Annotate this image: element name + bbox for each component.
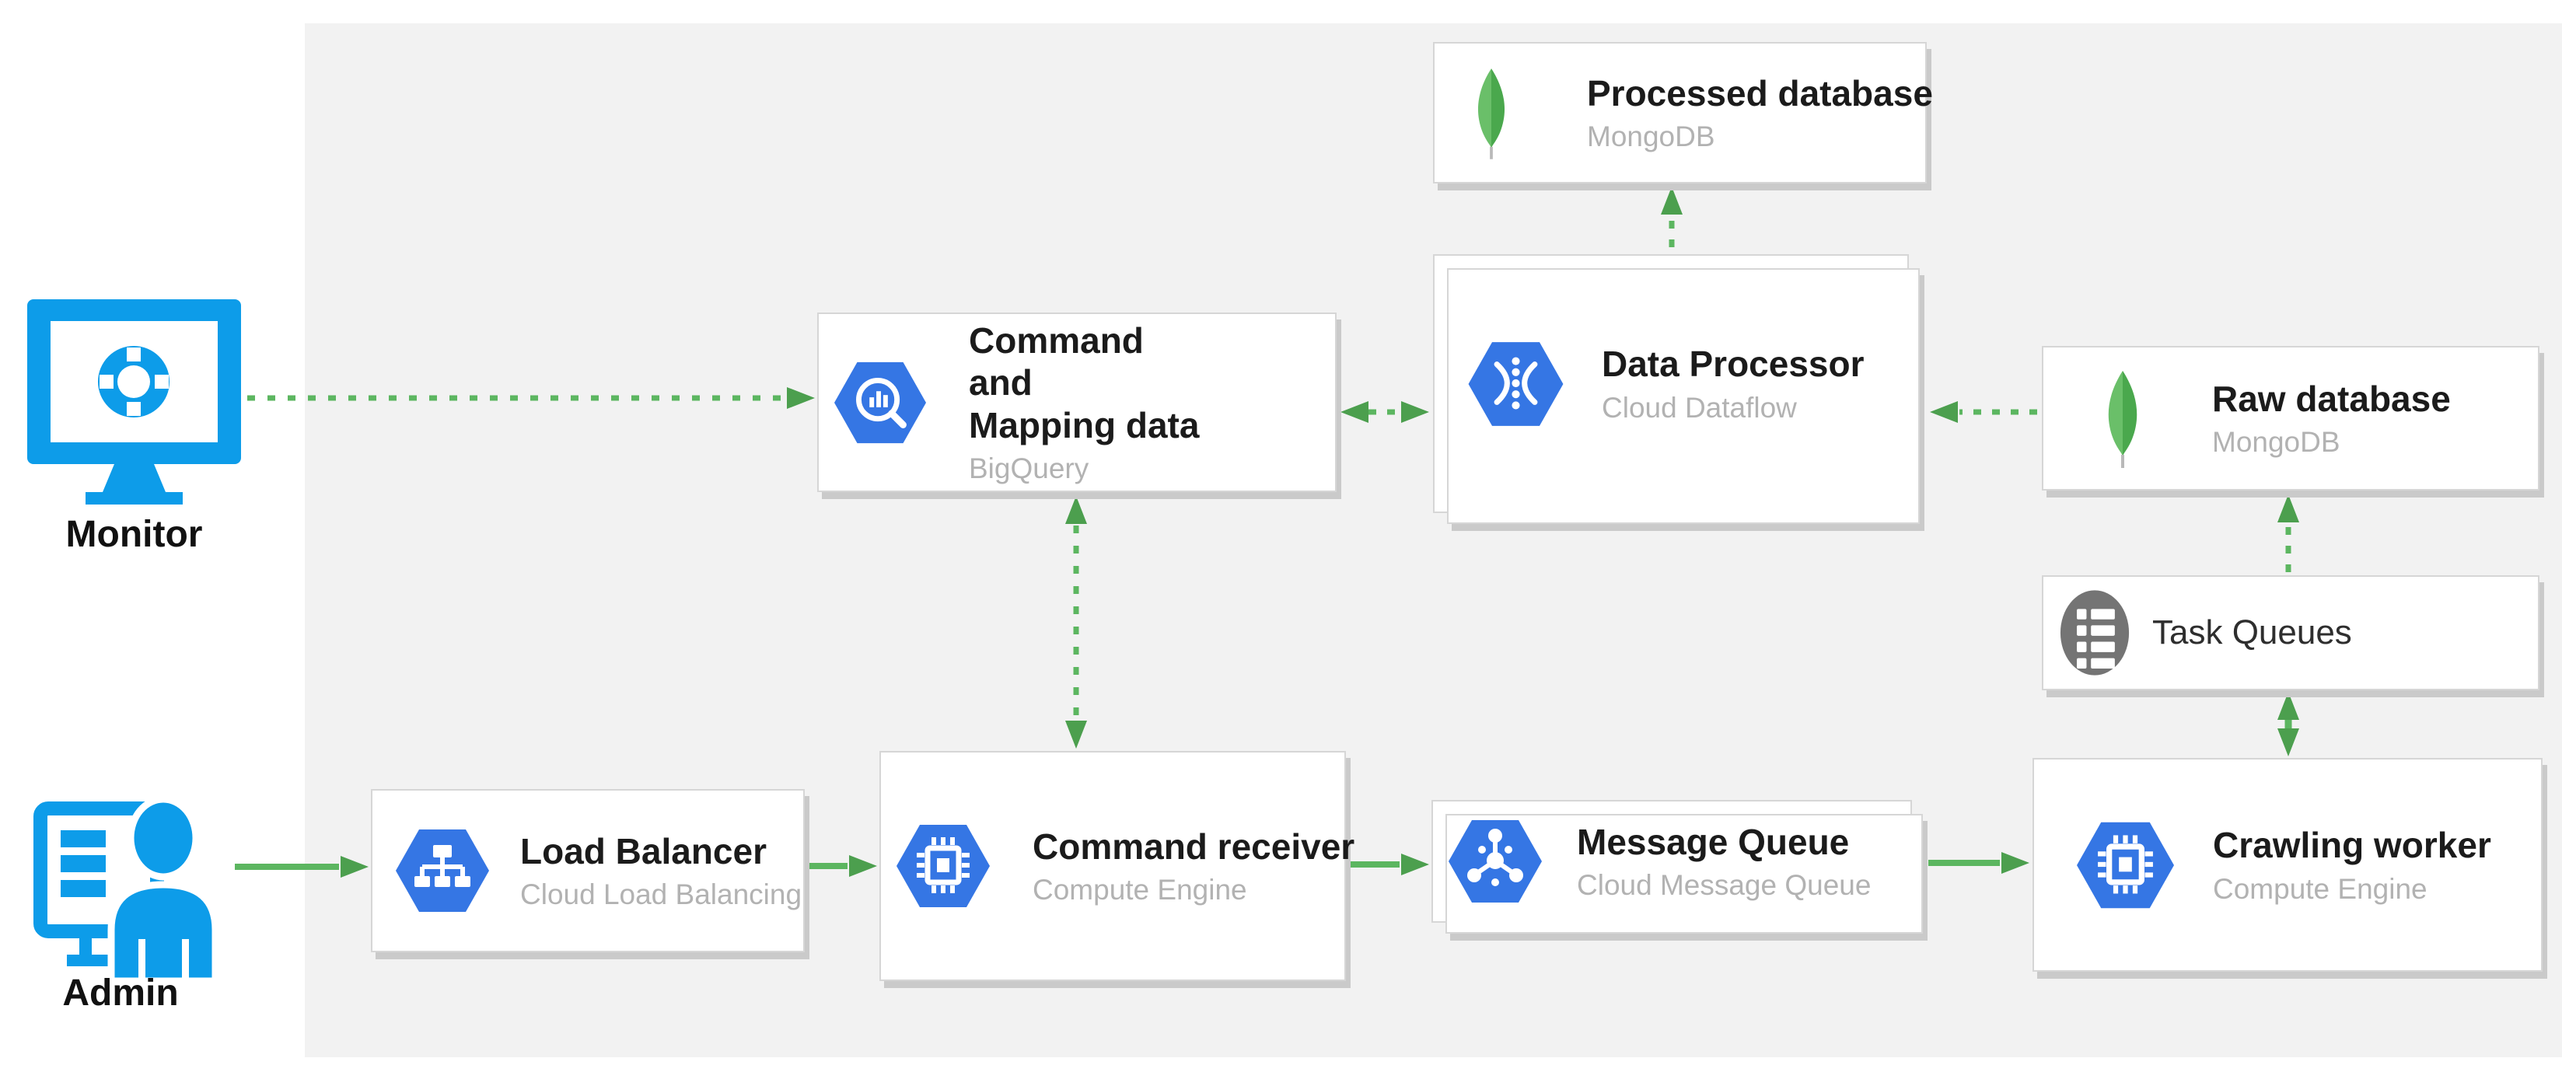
edge-command-receiver-to-message-queue [1350, 854, 1429, 875]
task-queues-label: Task Queues [2152, 613, 2352, 651]
node-title: Mapping data [969, 404, 1200, 445]
node-title: and [969, 362, 1033, 403]
node-title: Command [969, 320, 1144, 361]
node-crawling-worker: Crawling worker Compute Engine [2032, 758, 2543, 972]
edge-admin-to-load-balancer [235, 856, 369, 878]
node-load-balancer: Load Balancer Cloud Load Balancing [371, 789, 805, 952]
cloud-load-balancing-icon [396, 829, 489, 912]
task-queues-icon [2060, 590, 2130, 676]
node-title: Processed database [1587, 72, 1933, 113]
edge-task-queues-to-raw-db [2277, 494, 2299, 572]
node-title: Load Balancer [520, 830, 767, 871]
node-command-and-mapping-data: Command and Mapping data BigQuery [817, 313, 1337, 492]
admin-user-icon [33, 795, 219, 985]
node-command-receiver: Command receiver Compute Engine [879, 751, 1354, 981]
monitor-icon [27, 299, 241, 505]
cloud-pubsub-icon [1449, 820, 1542, 903]
bigquery-icon [834, 361, 926, 443]
mongodb-leaf-icon [2108, 371, 2137, 468]
node-subtitle: Cloud Message Queue [1577, 869, 1872, 902]
node-raw-database: Raw database MongoDB [2042, 346, 2539, 491]
edge-data-processor-to-processed-db [1661, 187, 1683, 247]
node-processed-database: Processed database MongoDB [1433, 42, 1933, 183]
node-subtitle: MongoDB [1587, 120, 1715, 153]
edge-message-queue-to-crawling-worker [1928, 852, 2029, 874]
compute-engine-icon [2077, 822, 2174, 908]
node-subtitle: Compute Engine [2213, 872, 2427, 905]
node-title: Data Processor [1602, 344, 1865, 385]
node-subtitle: BigQuery [969, 452, 1089, 484]
edge-raw-db-to-data-processor [1930, 401, 2037, 423]
node-subtitle: MongoDB [2212, 426, 2340, 459]
node-title: Command receiver [1033, 826, 1355, 867]
compute-engine-icon [897, 825, 990, 907]
node-title: Raw database [2212, 378, 2451, 419]
node-message-queue: Message Queue Cloud Message Queue [1431, 800, 1923, 934]
node-data-processor: Data Processor Cloud Dataflow [1433, 254, 1920, 524]
node-title: Crawling worker [2213, 825, 2491, 866]
node-subtitle: Cloud Dataflow [1602, 391, 1797, 424]
edge-bigquery-command-receiver [1065, 496, 1087, 749]
node-title: Message Queue [1577, 821, 1850, 862]
node-subtitle: Cloud Load Balancing [520, 878, 802, 911]
edge-monitor-to-bigquery [247, 387, 815, 409]
admin-label: Admin [62, 973, 179, 1014]
mongodb-leaf-icon [1477, 68, 1505, 159]
edge-load-balancer-to-command-receiver [809, 855, 877, 877]
node-subtitle: Compute Engine [1033, 874, 1247, 906]
cloud-dataflow-icon [1468, 341, 1564, 426]
node-task-queues: Task Queues [2042, 575, 2539, 690]
edge-bigquery-data-processor [1340, 401, 1429, 423]
monitor-label: Monitor [65, 514, 203, 555]
edge-task-queues-crawling-worker [2277, 692, 2299, 756]
